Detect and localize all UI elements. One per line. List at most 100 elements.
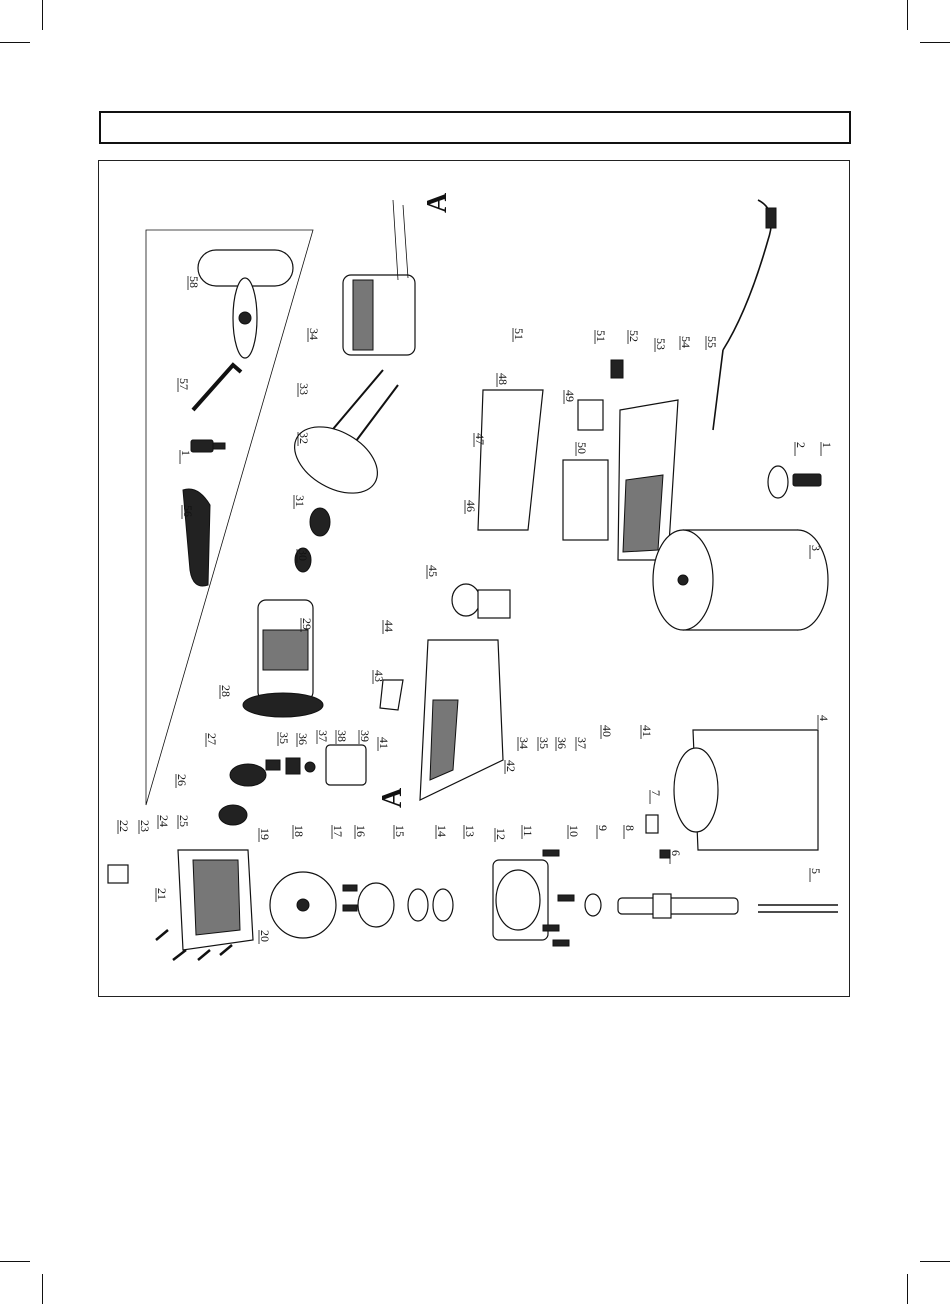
part-number-label: 3 xyxy=(809,545,823,551)
part-number-label: 30 xyxy=(296,549,310,561)
part-number-label: 58 xyxy=(187,276,201,288)
part-number-label: 16 xyxy=(354,825,368,837)
part-number-label: 32 xyxy=(297,432,311,444)
part-number-label: 42 xyxy=(504,760,518,772)
section-marker-top: A xyxy=(422,192,453,213)
part-number-label: 4 xyxy=(817,715,831,721)
switch-cover-part xyxy=(563,460,608,540)
part-number-label: 29 xyxy=(300,618,314,630)
part-number-label: 36 xyxy=(296,733,310,745)
motor-housing-part xyxy=(420,640,503,800)
part-number-label: 22 xyxy=(117,820,131,832)
crop-mark xyxy=(907,0,908,30)
crop-mark xyxy=(920,42,950,43)
accessory-panel-outline xyxy=(146,230,313,805)
part-number-label: 26 xyxy=(175,774,189,786)
guard-screw-part xyxy=(646,815,658,833)
part-number-label: 51 xyxy=(594,330,608,342)
side-handle-part xyxy=(198,250,293,358)
part-number-label: 13 xyxy=(463,825,477,837)
gear-housing-part xyxy=(108,850,253,950)
part-number-label: 44 xyxy=(382,620,396,632)
part-number-label: 43 xyxy=(372,670,386,682)
crop-mark xyxy=(42,1274,43,1304)
part-number-label: 34 xyxy=(517,737,531,749)
part-number-label: 5 xyxy=(809,868,823,874)
spanner-part xyxy=(758,905,838,912)
part-number-label: 37 xyxy=(575,737,589,749)
flange-part xyxy=(768,466,788,498)
part-number-label: 10 xyxy=(567,825,581,837)
part-number-label: 7 xyxy=(649,790,663,796)
crop-mark xyxy=(920,1261,950,1262)
part-number-label: 41 xyxy=(640,725,654,737)
part-number-label: 20 xyxy=(258,930,272,942)
part-number-label: 25 xyxy=(177,815,191,827)
part-number-label: 28 xyxy=(219,685,233,697)
part-number-label: 57 xyxy=(177,378,191,390)
part-number-label: 50 xyxy=(575,442,589,454)
grinding-wheel-part xyxy=(653,530,828,630)
spindle-part xyxy=(618,894,738,918)
part-number-label: 9 xyxy=(596,825,610,831)
part-number-label: 34 xyxy=(307,328,321,340)
part-number-label: 49 xyxy=(563,390,577,402)
wheel-guard-part xyxy=(674,730,818,850)
capacitor-part xyxy=(578,400,603,430)
part-number-label: 35 xyxy=(277,732,291,744)
part-number-label: 36 xyxy=(555,737,569,749)
header-box xyxy=(99,111,851,144)
part-number-label: 14 xyxy=(435,825,449,837)
brush-holder-parts xyxy=(266,745,366,785)
part-number-label: 45 xyxy=(426,565,440,577)
part-number-label: 18 xyxy=(292,825,306,837)
rear-handle-grip xyxy=(623,475,663,552)
part-number-label: 54 xyxy=(679,336,693,348)
guard-nut-part xyxy=(660,850,670,858)
part-number-label: 31 xyxy=(293,495,307,507)
switch-part xyxy=(452,584,510,618)
flange-screw-part xyxy=(793,474,821,486)
part-number-label: 38 xyxy=(335,730,349,742)
part-number-label: 1 xyxy=(179,450,193,456)
plug-part xyxy=(766,208,776,228)
part-number-label: 55 xyxy=(705,336,719,348)
part-number-label: 40 xyxy=(600,725,614,737)
bearing-part xyxy=(310,508,330,536)
crop-mark xyxy=(0,1261,30,1262)
crop-mark xyxy=(0,42,30,43)
screw-part xyxy=(191,440,225,452)
crop-mark xyxy=(42,0,43,30)
part-number-label: 33 xyxy=(297,383,311,395)
part-number-label: 37 xyxy=(316,730,330,742)
part-number-label: 56 xyxy=(181,505,195,517)
part-number-label: 46 xyxy=(464,500,478,512)
hex-key-part xyxy=(193,365,241,410)
bearing-plate-part xyxy=(230,764,266,786)
cable-clamp-part xyxy=(611,360,623,378)
power-cord-part xyxy=(713,200,771,430)
part-number-label: 12 xyxy=(494,828,508,840)
part-number-label: 15 xyxy=(393,825,407,837)
part-number-label: 21 xyxy=(155,888,169,900)
section-marker-bottom: A xyxy=(377,787,408,808)
part-number-label: 48 xyxy=(496,373,510,385)
part-number-label: 41 xyxy=(377,737,391,749)
rear-housing-part xyxy=(478,390,543,530)
part-number-label: 23 xyxy=(138,820,152,832)
fan-baffle-part xyxy=(283,413,389,506)
part-number-label: 1 xyxy=(820,442,834,448)
part-number-label: 6 xyxy=(669,850,683,856)
part-number-label: 8 xyxy=(623,825,637,831)
part-number-label: 47 xyxy=(473,433,487,445)
front-bearing-part xyxy=(219,805,247,825)
guard-handle-part xyxy=(183,489,210,586)
part-number-label: 24 xyxy=(157,815,171,827)
part-number-label: 39 xyxy=(358,730,372,742)
part-number-label: 35 xyxy=(537,737,551,749)
part-number-label: 11 xyxy=(521,825,535,837)
part-number-label: 19 xyxy=(258,828,272,840)
exploded-parts-diagram: A A xyxy=(98,160,850,997)
part-number-label: 17 xyxy=(331,825,345,837)
part-number-label: 51 xyxy=(512,328,526,340)
